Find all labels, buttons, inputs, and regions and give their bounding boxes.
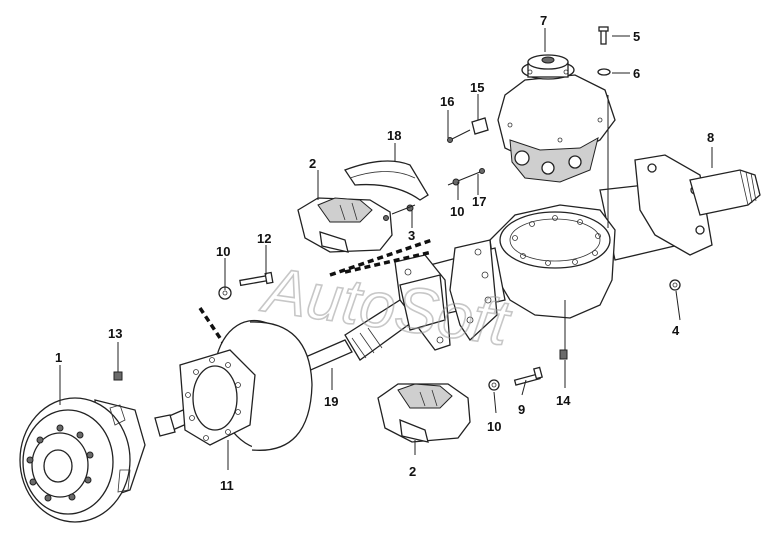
callout-5: 5 [633, 29, 640, 44]
guard-bolt [447, 168, 485, 186]
housing-nut [669, 279, 681, 291]
callout-19: 19 [324, 394, 338, 409]
callout-10-lower: 10 [487, 419, 501, 434]
callout-3: 3 [408, 228, 415, 243]
wheel-hub [19, 397, 146, 523]
callout-7: 7 [540, 13, 547, 28]
brake-disc [179, 319, 313, 451]
callout-9: 9 [518, 402, 525, 417]
callout-14: 14 [556, 393, 571, 408]
callout-18: 18 [387, 128, 401, 143]
callout-16: 16 [440, 94, 454, 109]
callout-8: 8 [707, 130, 714, 145]
caliper-bolt-lower [488, 366, 543, 391]
carrier-bolt-and-washer [597, 26, 611, 76]
breather-plug [447, 117, 489, 143]
callout-17: 17 [472, 194, 486, 209]
leader-lines [59, 28, 713, 470]
lower-brake-caliper [377, 383, 471, 443]
callout-13: 13 [108, 326, 122, 341]
callout-6: 6 [633, 66, 640, 81]
callout-12: 12 [257, 231, 271, 246]
callout-2-lower: 2 [409, 464, 416, 479]
hub-nut [113, 371, 123, 381]
callout-15: 15 [470, 80, 484, 95]
callout-4: 4 [672, 323, 680, 338]
callout-labels: 1 2 2 3 4 5 6 7 8 9 10 10 10 11 12 13 14… [55, 13, 714, 493]
differential-carrier [497, 54, 616, 183]
callout-11: 11 [220, 478, 234, 493]
brake-caliper-guard [344, 160, 429, 201]
callout-1: 1 [55, 350, 62, 365]
callout-10-upper: 10 [450, 204, 464, 219]
drain-plug [559, 349, 568, 360]
callout-10-left: 10 [216, 244, 230, 259]
callout-2-upper: 2 [309, 156, 316, 171]
upper-brake-caliper [297, 197, 416, 253]
